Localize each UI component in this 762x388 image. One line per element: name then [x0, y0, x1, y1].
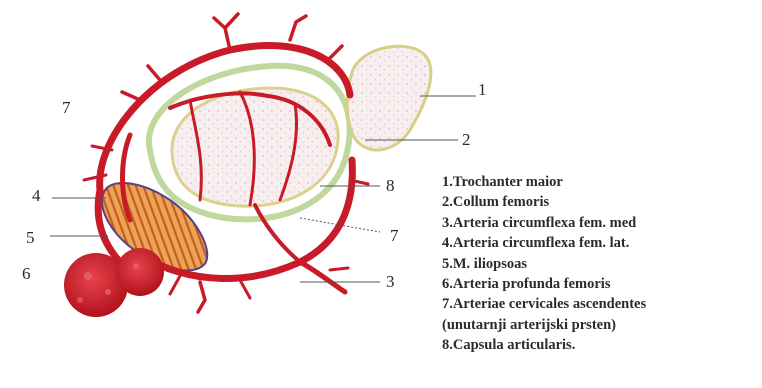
legend-item-3: 3.Arteria circumflexa fem. med	[442, 213, 760, 233]
legend-item-4: 4.Arteria circumflexa fem. lat.	[442, 233, 760, 253]
callout-4: 4	[32, 186, 41, 206]
legend-item-7-sub: (unutarnji arterijski prsten)	[442, 315, 760, 335]
callout-6: 6	[22, 264, 31, 284]
legend-item-5: 5.M. iliopsoas	[442, 254, 760, 274]
callout-7-right: 7	[390, 226, 399, 246]
callout-7-top: 7	[62, 98, 71, 118]
callout-3: 3	[386, 272, 395, 292]
callout-1: 1	[478, 80, 487, 100]
legend-item-6: 6.Arteria profunda femoris	[442, 274, 760, 294]
callout-8: 8	[386, 176, 395, 196]
legend-item-7: 7.Arteriae cervicales ascendentes	[442, 294, 760, 314]
callout-5: 5	[26, 228, 35, 248]
trochanter-maior	[347, 46, 431, 150]
legend-item-8: 8.Capsula articularis.	[442, 335, 760, 355]
callout-2: 2	[462, 130, 471, 150]
legend-item-2: 2.Collum femoris	[442, 192, 760, 212]
legend-item-1: 1.Trochanter maior	[442, 172, 760, 192]
legend: 1.Trochanter maior 2.Collum femoris 3.Ar…	[442, 172, 760, 356]
